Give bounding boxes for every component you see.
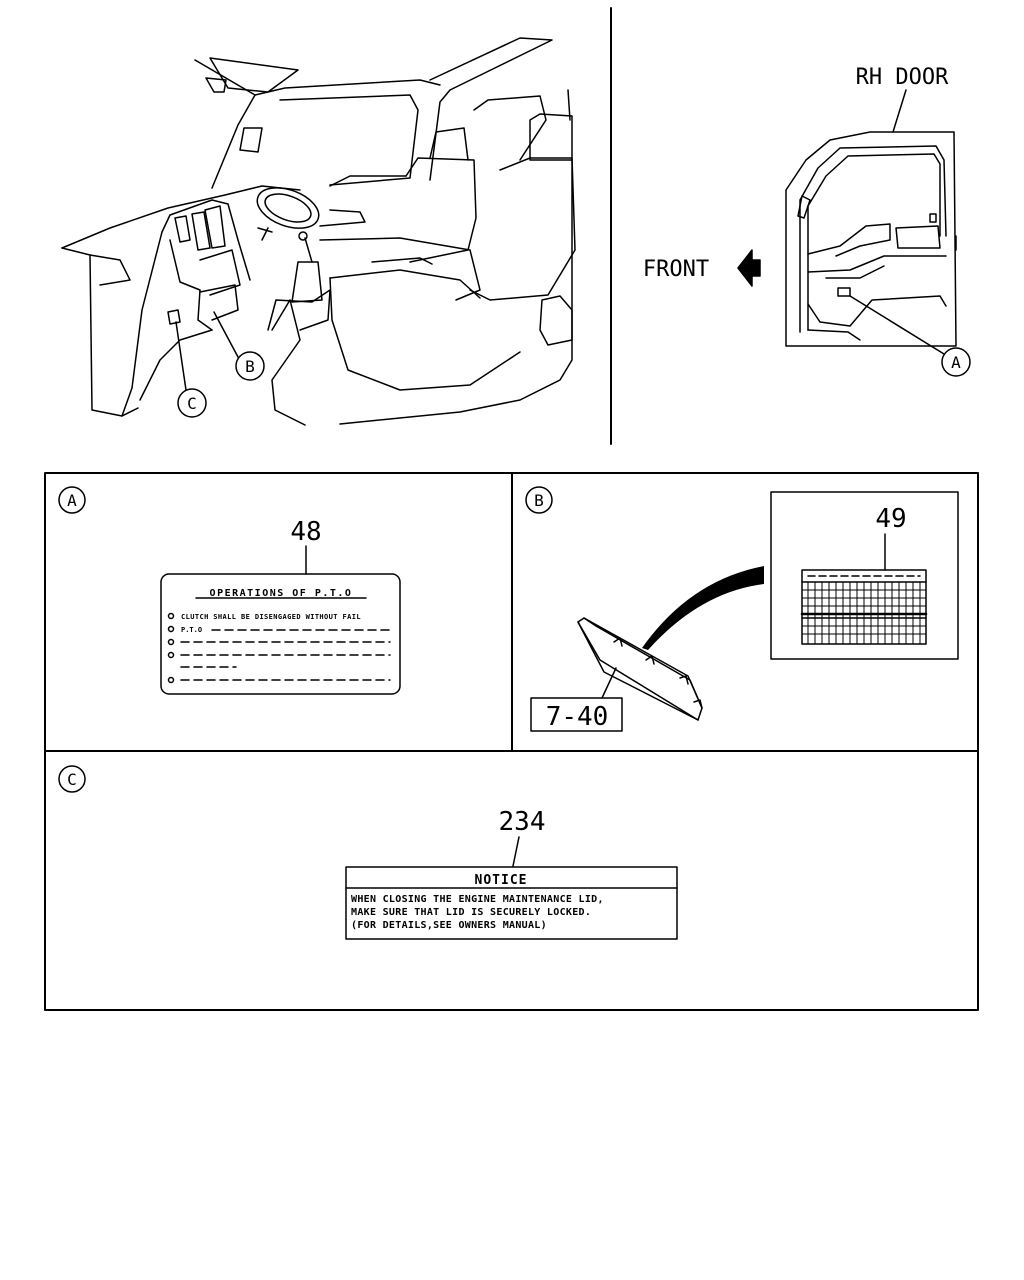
notice-line-1: WHEN CLOSING THE ENGINE MAINTENANCE LID, — [351, 894, 604, 905]
cab-interior-illustration — [61, 37, 576, 426]
front-arrow-icon — [737, 249, 761, 287]
panel-a-part-number: 48 — [290, 517, 321, 547]
panel-c-key-circle — [58, 765, 86, 793]
overview-callout-c-leader — [175, 321, 207, 418]
panel-c-part-number: 234 — [499, 807, 546, 837]
door-callout-a: A — [951, 353, 961, 372]
ref-box-leader — [601, 667, 617, 699]
panel-b-detail-box — [770, 491, 959, 660]
rh-door-leader — [892, 89, 907, 133]
notice-line-2: MAKE SURE THAT LID IS SECURELY LOCKED. — [351, 907, 591, 918]
door-callout-a-leader — [849, 295, 971, 377]
pto-label-line-1: CLUTCH SHALL BE DISENGAGED WITHOUT FAIL — [181, 613, 361, 621]
overview-callout-c: C — [187, 394, 197, 413]
pto-label-title: OPERATIONS OF P.T.O — [210, 588, 353, 599]
panel-c-leader — [512, 836, 520, 867]
notice-title: NOTICE — [475, 873, 528, 888]
overview-callout-b-leader — [213, 311, 265, 381]
front-label: FRONT — [643, 257, 709, 282]
rh-door-illustration — [785, 131, 957, 347]
panel-c-key: C — [67, 770, 77, 789]
panel-b-pointer-icon — [642, 566, 764, 650]
ref-box-7-40 — [530, 697, 623, 732]
pto-label-plate — [160, 573, 401, 695]
fuse-box-lid — [577, 617, 703, 721]
fuse-label-sticker — [800, 569, 928, 645]
panel-a-key-circle — [58, 486, 86, 514]
pto-label-line-2: P.T.O — [181, 626, 202, 634]
pto-label-rows — [167, 612, 391, 684]
panel-b-key: B — [534, 491, 544, 510]
rh-door-label: RH DOOR — [856, 65, 949, 90]
panel-b-part-number: 49 — [875, 504, 906, 534]
notice-line-3: (FOR DETAILS,SEE OWNERS MANUAL) — [351, 920, 547, 931]
overview-callout-b: B — [245, 357, 255, 376]
panel-b-key-circle — [525, 486, 553, 514]
notice-label-plate — [345, 866, 678, 940]
ref-box-label: 7-40 — [546, 702, 609, 732]
panel-a-key: A — [67, 491, 77, 510]
